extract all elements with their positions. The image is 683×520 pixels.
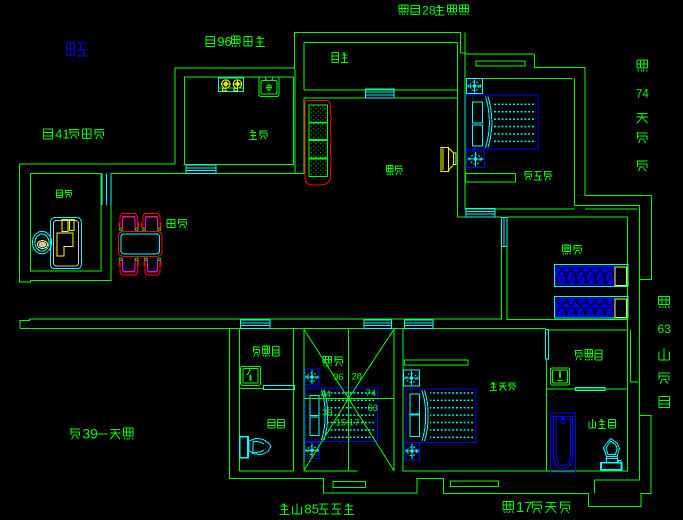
- svg-text:96: 96: [217, 34, 232, 49]
- svg-text:96: 96: [333, 372, 344, 383]
- svg-text:28: 28: [422, 3, 436, 17]
- svg-text:39: 39: [322, 408, 333, 419]
- svg-text:74: 74: [366, 388, 377, 399]
- svg-text:41: 41: [55, 127, 70, 142]
- svg-text:85: 85: [304, 502, 319, 517]
- svg-text:39: 39: [83, 427, 99, 442]
- svg-text:63: 63: [658, 322, 672, 336]
- svg-text:15:17: 15:17: [336, 418, 360, 429]
- svg-text:28: 28: [352, 372, 363, 383]
- svg-text:74: 74: [636, 89, 649, 101]
- svg-text:63: 63: [368, 403, 379, 414]
- svg-text:17: 17: [516, 500, 532, 516]
- svg-text:44: 44: [321, 389, 332, 400]
